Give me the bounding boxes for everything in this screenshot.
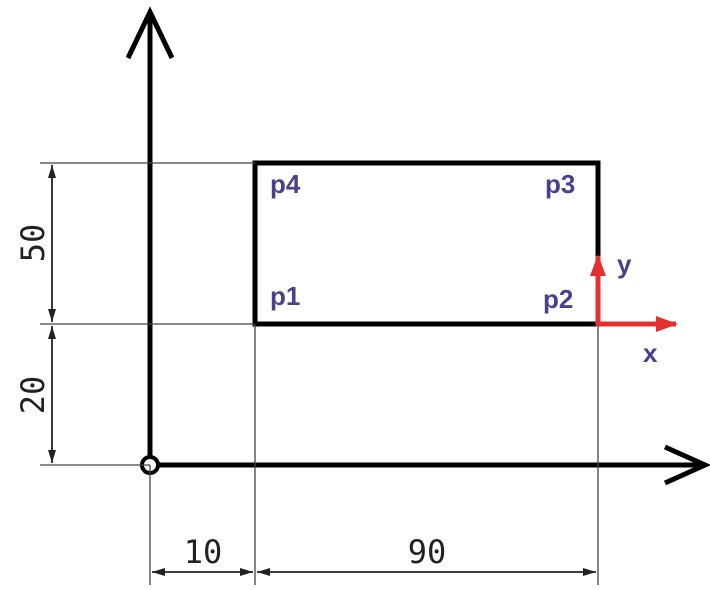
rectangle-outline [252, 160, 601, 327]
dim-text-offset-left: 10 [184, 533, 223, 571]
dim-text-width: 90 [408, 533, 447, 571]
world-y-arrowhead-icon [125, 6, 175, 60]
dimension-lines [48, 165, 596, 576]
world-x-arrowhead-icon [663, 444, 710, 486]
extension-lines [40, 162, 599, 585]
local-y-label: y [617, 249, 632, 279]
point-label-p3: p3 [545, 169, 575, 199]
world-axes [125, 6, 710, 486]
point-label-p2: p2 [543, 284, 573, 314]
point-label-p1: p1 [270, 281, 300, 311]
local-x-label: x [643, 338, 658, 368]
dim-text-height-bottom: 20 [14, 376, 52, 415]
local-frame: y x [590, 249, 678, 368]
point-label-p4: p4 [270, 169, 301, 199]
dim-text-height-top: 50 [14, 224, 52, 263]
